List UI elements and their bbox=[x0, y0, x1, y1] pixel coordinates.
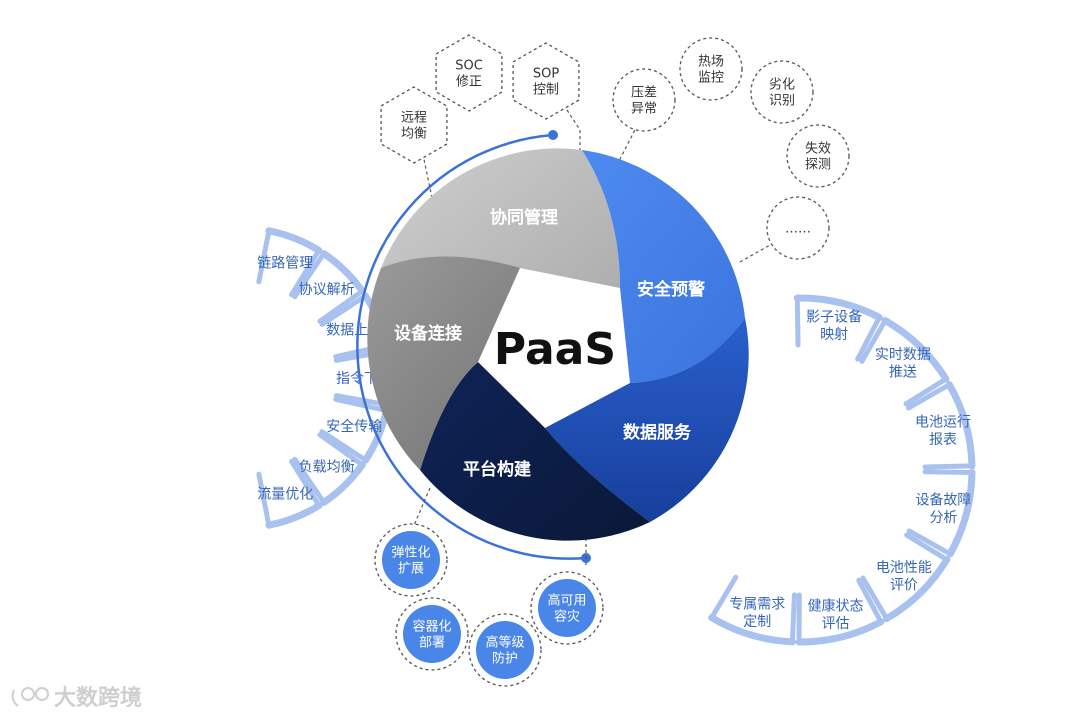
right-ring-item-label-line: 健康状态 bbox=[808, 597, 864, 614]
right-ring-item-label-line: 分析 bbox=[929, 510, 957, 526]
segment-device-label: 设备连接 bbox=[394, 323, 462, 344]
hexagon-label-line: 均衡 bbox=[401, 127, 427, 142]
hexagon-label-line: 修正 bbox=[456, 75, 482, 90]
left-ring-item-label-line: 链路管理 bbox=[257, 255, 313, 271]
left-ring-item-label-line: 安全传输 bbox=[326, 418, 382, 435]
hexagon-label-line: 远程 bbox=[401, 110, 427, 125]
hexagon-label-line: SOC bbox=[455, 58, 483, 73]
security-circle-label-line: 识别 bbox=[769, 94, 795, 109]
segment-platform bbox=[420, 338, 650, 541]
center-pentagon bbox=[478, 268, 630, 428]
left-ring-item-label-line: 负载均衡 bbox=[299, 460, 355, 476]
right-ring-item-label-line: 评估 bbox=[822, 616, 850, 632]
platform-circle-group: 弹性化扩展容器化部署高等级防护高可用容灾 bbox=[374, 523, 604, 687]
platform-circle-label-line: 部署 bbox=[419, 636, 445, 651]
segment-collab-label: 协同管理 bbox=[490, 207, 558, 228]
right-ring-item-label-line: 设备故障 bbox=[915, 492, 971, 509]
security-circle-label-line: 劣化 bbox=[769, 77, 795, 92]
security-circle-label-line: 压差 bbox=[631, 85, 657, 100]
platform-circle-label-line: 容器化 bbox=[412, 618, 451, 634]
hexagon-label-line: SOP bbox=[533, 66, 559, 81]
right-ring: 影子设备映射实时数据推送电池运行报表设备故障分析电池性能评价健康状态评估专属需求… bbox=[708, 294, 976, 646]
hexagon-item: SOP 控制 bbox=[512, 42, 580, 120]
right-ring-item-label-line: 实时数据 bbox=[875, 347, 931, 363]
watermark: 大数跨境 bbox=[11, 685, 142, 711]
left-ring-item-segment: 负载均衡 bbox=[292, 432, 366, 506]
right-ring-item-label-line: 电池运行 bbox=[915, 414, 971, 430]
security-circle-label-line: 异常 bbox=[631, 102, 657, 117]
paas-pie: PaaS 协同管理 安全预警 数据服务 平台构建 设备连接 bbox=[367, 148, 749, 541]
center-title: PaaS bbox=[494, 324, 616, 375]
security-circle-label-line: 探测 bbox=[805, 158, 831, 173]
orbit-arc bbox=[356, 130, 591, 563]
platform-circle-label-line: 弹性化 bbox=[391, 545, 430, 560]
left-ring-item-segment: 协议解析 bbox=[292, 250, 366, 324]
security-circle-item: …… bbox=[766, 196, 830, 260]
platform-circle-label-line: 高可用 bbox=[547, 592, 586, 608]
watermark-text: 大数跨境 bbox=[54, 685, 142, 711]
platform-circle-label-line: 容灾 bbox=[554, 609, 580, 625]
right-ring-item-label-line: 评价 bbox=[890, 578, 918, 594]
segment-security-label: 安全预警 bbox=[637, 279, 705, 300]
right-ring-item-label-line: 映射 bbox=[820, 327, 848, 343]
left-ring-item-segment: 安全传输 bbox=[319, 396, 390, 464]
segment-data-service-label: 数据服务 bbox=[623, 422, 692, 443]
platform-circle-label-line: 防护 bbox=[492, 651, 518, 667]
right-ring-item-label-line: 报表 bbox=[929, 432, 957, 448]
right-ring-item-label-line: 推送 bbox=[889, 365, 917, 381]
segment-platform-label: 平台构建 bbox=[463, 459, 531, 480]
security-circle-group: 压差异常热场监控劣化识别失效探测…… bbox=[612, 37, 850, 260]
right-ring-item-label-line: 定制 bbox=[743, 614, 771, 630]
hexagon-label-line: 控制 bbox=[533, 83, 559, 98]
right-ring-item-label-line: 影子设备 bbox=[806, 309, 862, 326]
right-ring-item-label-line: 专属需求 bbox=[729, 596, 785, 612]
left-ring-item-segment: 链路管理 bbox=[256, 227, 323, 298]
left-ring-item-segment: 流量优化 bbox=[256, 458, 323, 529]
platform-circle-label-line: 高等级 bbox=[485, 634, 524, 650]
hexagon-item: SOC 修正 bbox=[435, 34, 503, 112]
security-circle-label-line: 失效 bbox=[805, 141, 831, 156]
right-ring-item-label-line: 电池性能 bbox=[876, 560, 932, 576]
left-ring-item-label-line: 流量优化 bbox=[257, 486, 313, 502]
security-circle-label-line: 监控 bbox=[698, 71, 724, 86]
platform-circle-label-line: 扩展 bbox=[398, 562, 424, 577]
security-circle-label-line: …… bbox=[785, 222, 811, 237]
security-circle-label-line: 热场 bbox=[698, 54, 724, 69]
left-ring-item-label-line: 协议解析 bbox=[299, 282, 355, 298]
watermark-logo-icon bbox=[11, 687, 49, 707]
